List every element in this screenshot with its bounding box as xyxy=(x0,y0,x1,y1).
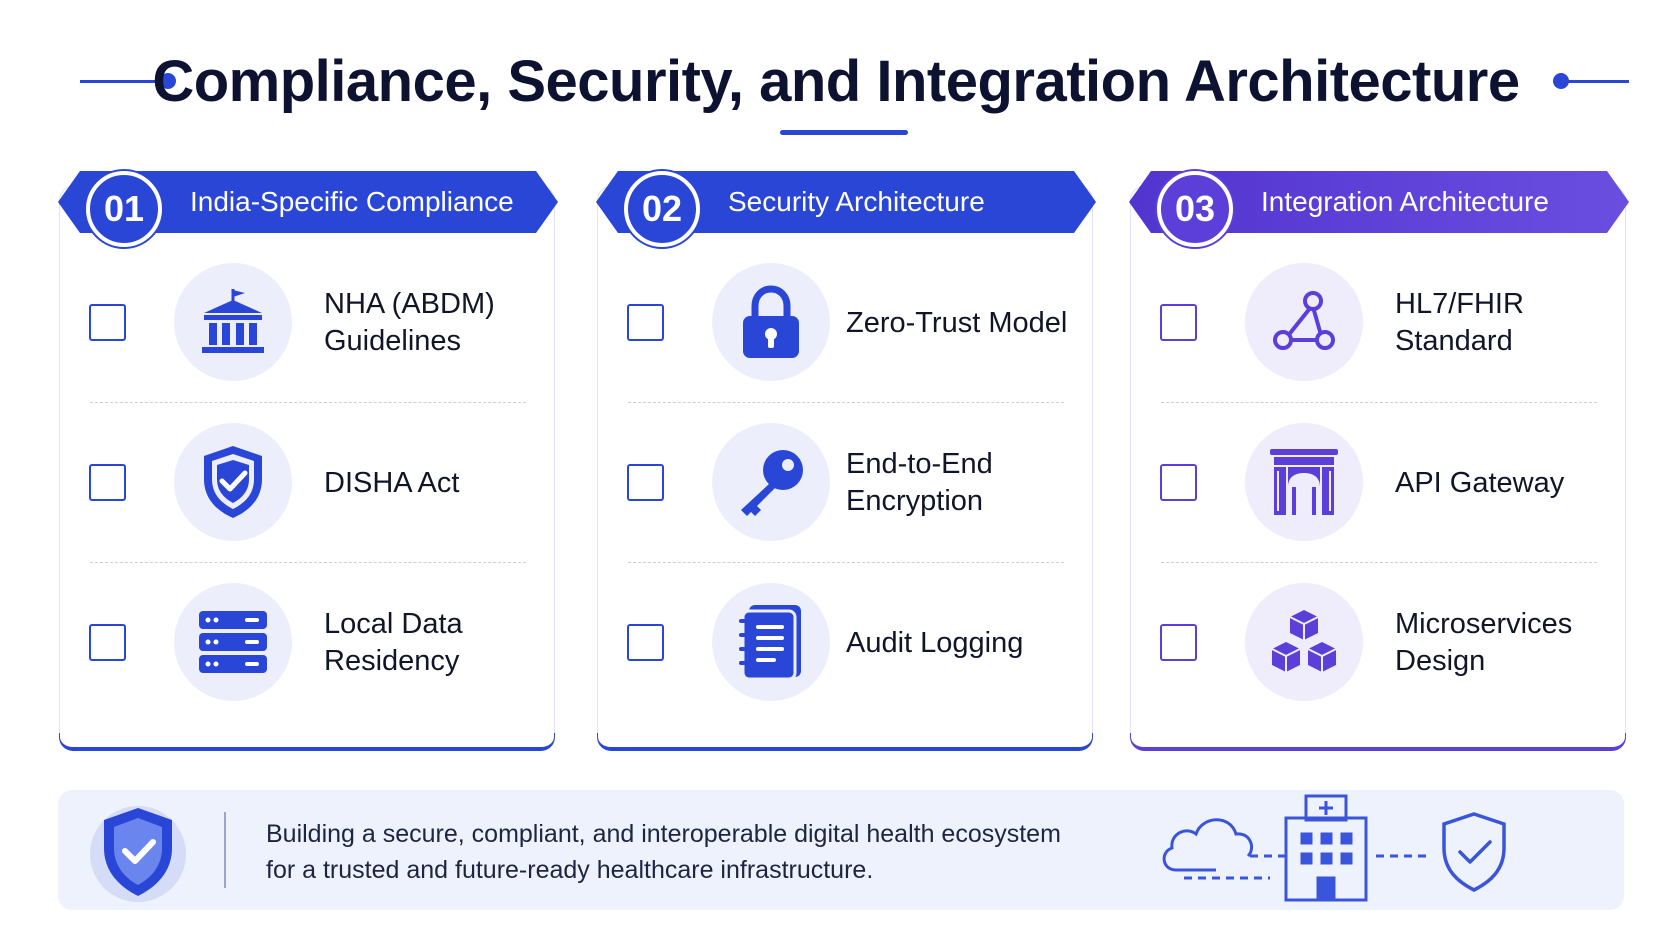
item-label: Audit Logging xyxy=(846,626,1024,659)
row-divider xyxy=(628,402,1064,403)
footer-banner: Building a secure, compliant, and intero… xyxy=(58,790,1624,910)
footer-line-1: Building a secure, compliant, and intero… xyxy=(266,820,1061,848)
padlock-icon xyxy=(712,263,830,381)
item-label: Local Data Residency xyxy=(324,608,463,677)
server-stack-icon xyxy=(174,583,292,701)
title-rule-left xyxy=(80,80,166,83)
list-item: End-to-End Encryption xyxy=(598,403,1094,563)
row-divider xyxy=(1161,562,1597,563)
row-divider xyxy=(90,402,526,403)
shield-check-icon xyxy=(174,423,292,541)
item-checkbox[interactable] xyxy=(89,624,126,661)
gateway-arch-icon xyxy=(1245,423,1363,541)
hospital-icon xyxy=(1284,794,1368,902)
row-divider xyxy=(90,562,526,563)
item-checkbox[interactable] xyxy=(89,464,126,501)
card-number-badge: 02 xyxy=(624,171,700,247)
list-item: DISHA Act xyxy=(60,403,556,563)
card-heading: Integration Architecture xyxy=(1261,186,1549,217)
cloud-icon xyxy=(1162,818,1253,872)
list-item: Audit Logging xyxy=(598,563,1094,723)
title-rule-right xyxy=(1566,80,1629,83)
footer-message: Building a secure, compliant, and intero… xyxy=(266,816,1066,888)
list-item: NHA (ABDM) Guidelines xyxy=(60,243,556,403)
title-dot-right xyxy=(1553,73,1569,89)
item-label: Zero-Trust Model xyxy=(846,306,1068,339)
item-checkbox[interactable] xyxy=(627,624,664,661)
item-label: API Gateway xyxy=(1395,466,1565,499)
network-nodes-icon xyxy=(1245,263,1363,381)
cubes-icon xyxy=(1245,583,1363,701)
key-icon xyxy=(712,423,830,541)
item-checkbox[interactable] xyxy=(1160,624,1197,661)
card-heading: Security Architecture xyxy=(728,186,985,217)
card-banner: India-Specific Compliance xyxy=(58,171,558,233)
card-integration-architecture: Integration Architecture 03 HL7/FHIR Sta… xyxy=(1129,171,1629,751)
item-checkbox[interactable] xyxy=(1160,304,1197,341)
item-checkbox[interactable] xyxy=(627,304,664,341)
item-checkbox[interactable] xyxy=(1160,464,1197,501)
card-number-badge: 01 xyxy=(86,171,162,247)
item-checkbox[interactable] xyxy=(627,464,664,501)
card-heading: India-Specific Compliance xyxy=(190,186,514,217)
notebook-icon xyxy=(712,583,830,701)
row-divider xyxy=(628,562,1064,563)
page-title: Compliance, Security, and Integration Ar… xyxy=(152,49,1520,114)
list-item: Local Data Residency xyxy=(60,563,556,723)
card-number-badge: 03 xyxy=(1157,171,1233,247)
footer-line-2: for a trusted and future-ready healthcar… xyxy=(266,856,874,884)
item-label: End-to-End Encryption xyxy=(846,448,993,517)
item-checkbox[interactable] xyxy=(89,304,126,341)
item-label: HL7/FHIR Standard xyxy=(1395,288,1524,357)
title-dot-left xyxy=(160,73,176,89)
item-label: NHA (ABDM) Guidelines xyxy=(324,288,495,357)
shield-check-icon xyxy=(88,796,188,904)
card-banner: Integration Architecture xyxy=(1129,171,1629,233)
card-banner: Security Architecture xyxy=(596,171,1096,233)
footer-divider xyxy=(224,812,226,888)
row-divider xyxy=(1161,402,1597,403)
list-item: HL7/FHIR Standard xyxy=(1131,243,1627,403)
title-area: Compliance, Security, and Integration Ar… xyxy=(0,40,1672,140)
list-item: Microservices Design xyxy=(1131,563,1627,723)
item-label: DISHA Act xyxy=(324,466,460,499)
shield-check-icon xyxy=(1442,812,1506,892)
item-label: Microservices Design xyxy=(1395,608,1573,677)
footer-illustration xyxy=(1158,790,1578,910)
title-underline xyxy=(780,130,908,135)
card-india-compliance: India-Specific Compliance 01 NHA (ABDM) … xyxy=(58,171,558,751)
list-item: Zero-Trust Model xyxy=(598,243,1094,403)
card-security-architecture: Security Architecture 02 Zero-Trust Mode… xyxy=(596,171,1096,751)
government-building-icon xyxy=(174,263,292,381)
list-item: API Gateway xyxy=(1131,403,1627,563)
